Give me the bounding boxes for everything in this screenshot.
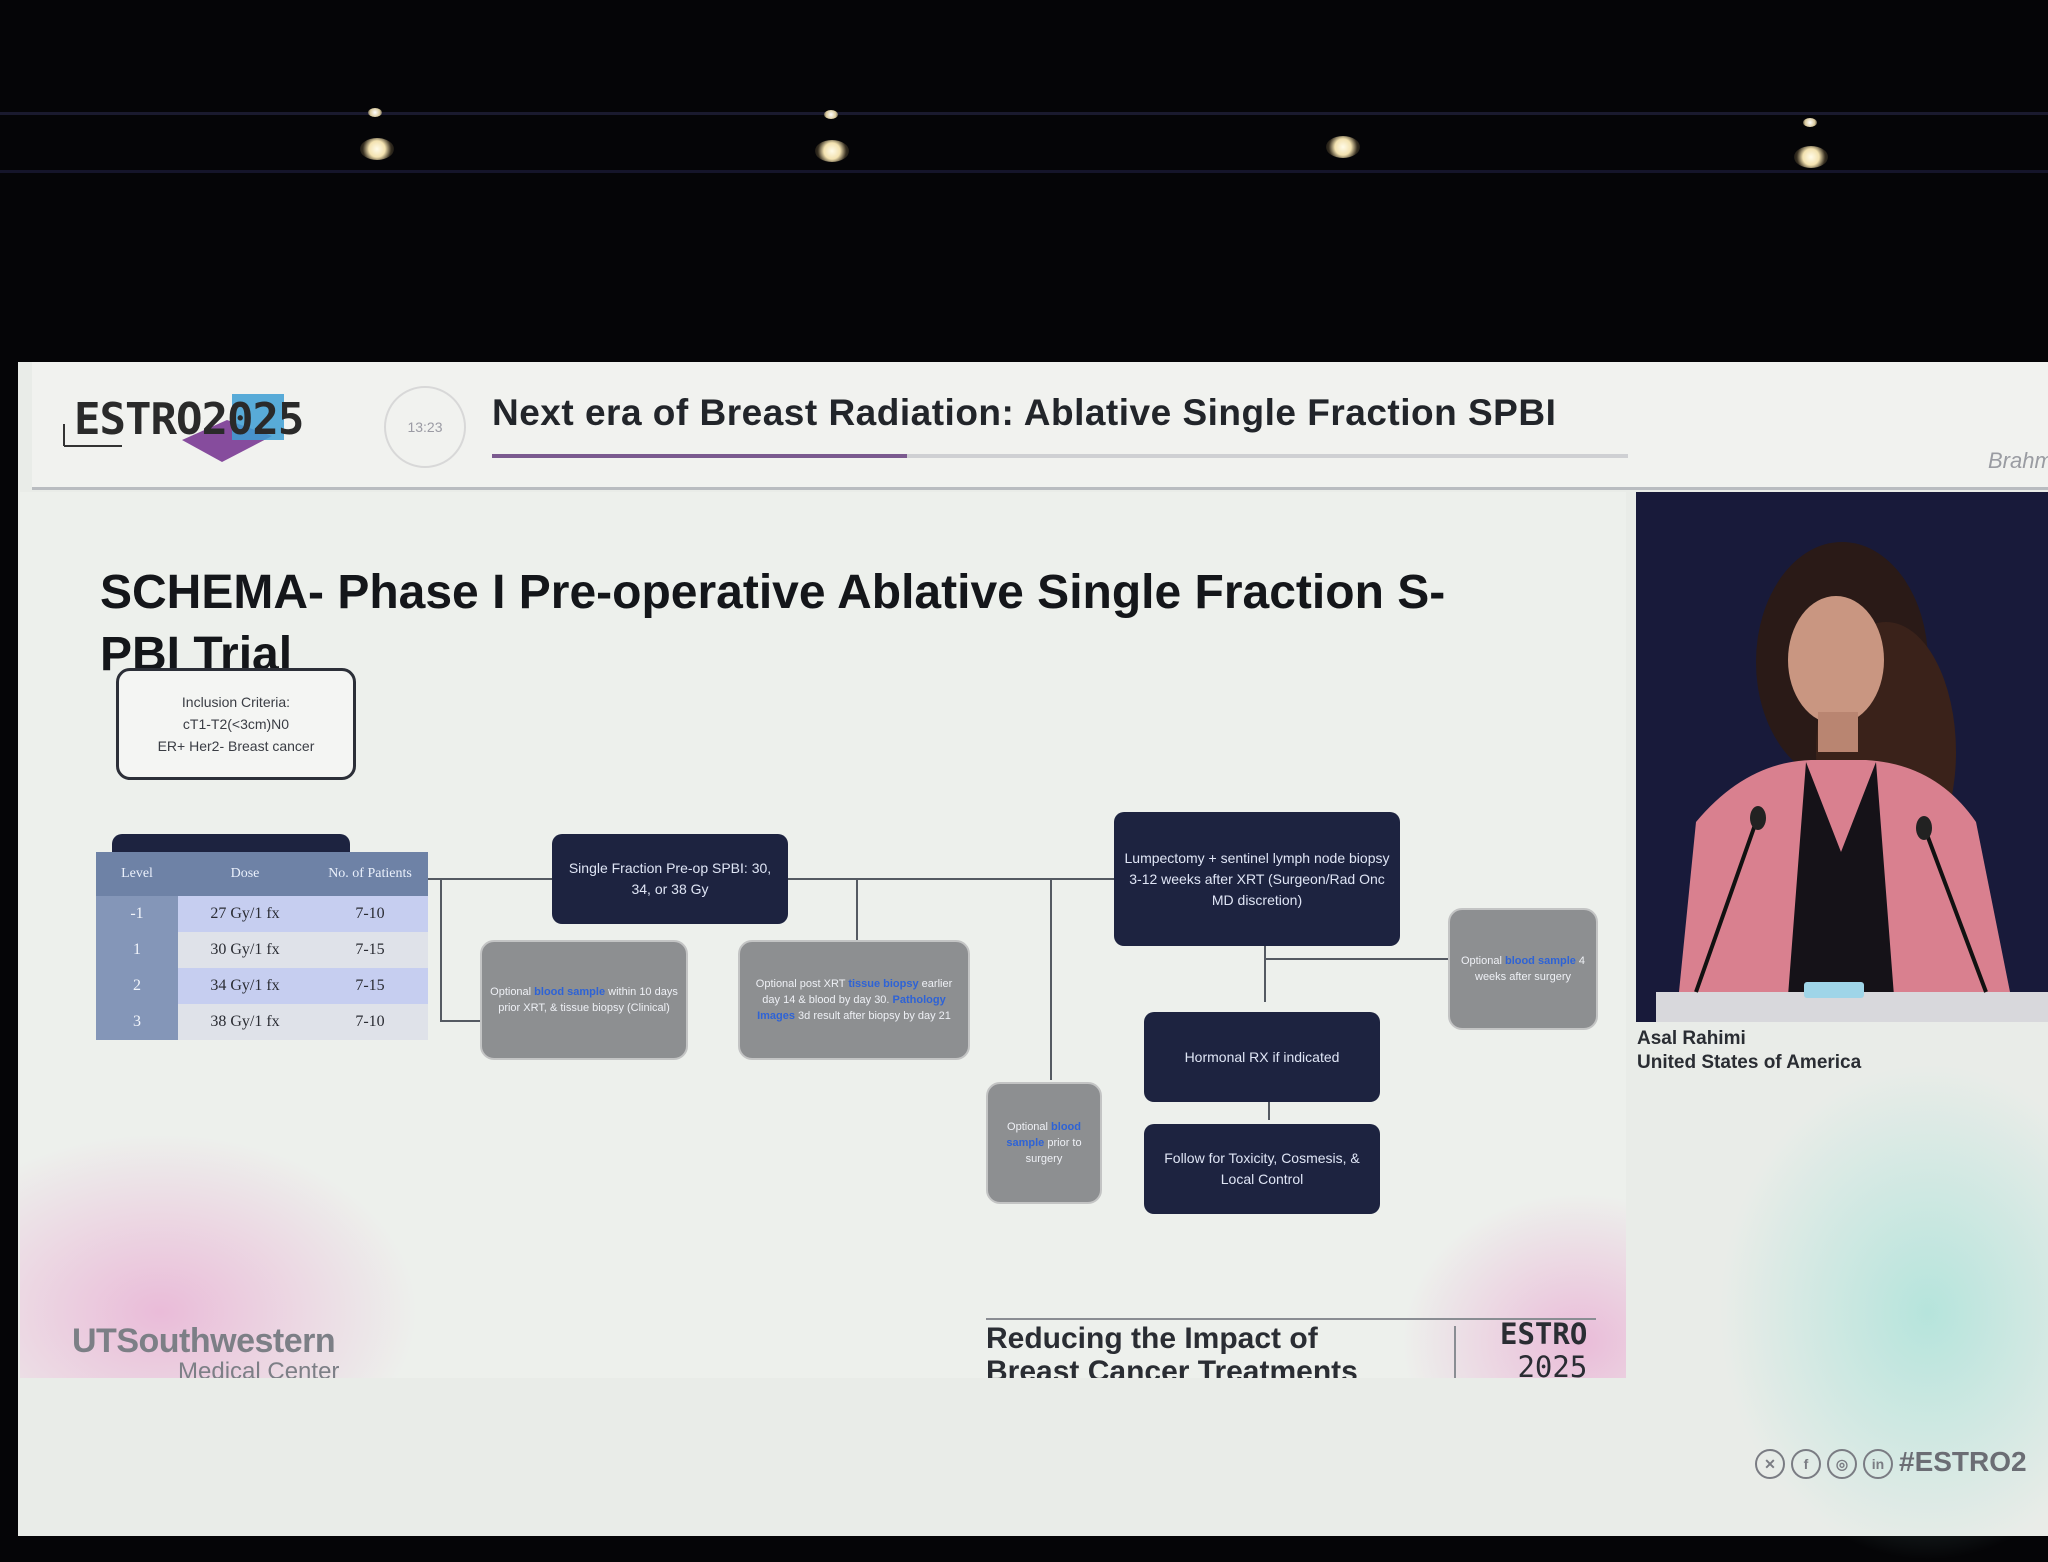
inclusion-line: cT1-T2(<3cm)N0 [182,716,290,732]
ceiling-light [824,110,838,119]
session-progress-fill [492,454,907,458]
footer-tagline-line: Breast Cancer Treatments [986,1355,1358,1378]
instagram-icon: ◎ [1827,1448,1857,1479]
projection-screen: ESTRO2025 13:23 Next era of Breast Radia… [18,362,2048,1562]
ceiling-truss [0,112,2048,115]
session-progress-bar [492,454,1628,458]
ceiling-light [1794,146,1828,168]
ceiling-light [360,138,394,160]
table-cell: 38 Gy/1 fx [178,1004,312,1040]
inclusion-criteria-box: Inclusion Criteria: cT1-T2(<3cm)N0 ER+ H… [116,668,356,780]
optional-blood-sample-box: Optional blood sample within 10 days pri… [480,940,688,1060]
footer-estro-year: 2025 [1517,1350,1588,1379]
linkedin-icon: in [1863,1448,1893,1479]
option-text: 3d result after biopsy by day 21 [794,1010,951,1022]
step-sfr-box: Single Fraction Pre-op SPBI: 30, 34, or … [552,834,788,924]
table-row: -1 27 Gy/1 fx 7-10 [96,896,428,932]
optional-biopsy-box: Optional post XRT tissue biopsy earlier … [738,940,970,1060]
footer-estro-text: ESTRO [1500,1317,1588,1351]
header-right-text: Brahm [1988,448,2048,473]
table-row: 3 38 Gy/1 fx 7-10 [96,1004,428,1040]
flow-connector [350,878,574,880]
slide: SCHEMA- Phase I Pre-operative Ablative S… [20,492,1626,1378]
footer-divider [1454,1326,1456,1378]
footer-divider [986,1318,1596,1320]
table-header-cell: Dose [178,852,312,896]
step-surgery-box: Lumpectomy + sentinel lymph node biopsy … [1114,812,1400,946]
flow-connector [440,1020,480,1022]
x-icon: ✕ [1755,1448,1785,1479]
slide-decoration [1400,1192,1626,1378]
estro-logo-text: ESTRO2025 [74,394,304,445]
facebook-icon: f [1791,1448,1821,1479]
table-cell: -1 [96,896,178,932]
option-text: prior to surgery [1025,1137,1082,1165]
optional-presurgery-blood-box: Optional blood sample prior to surgery [986,1082,1102,1204]
session-timer: 13:23 [384,386,466,468]
speaker-image [1636,492,2048,1022]
footer-tagline-line: Reducing the Impact of [986,1322,1318,1355]
slide-decoration [20,1132,420,1378]
table-cell: 2 [96,968,178,1004]
table-cell: 7-10 [312,1004,428,1040]
table-cell: 34 Gy/1 fx [178,968,312,1004]
table-cell: 1 [96,932,178,968]
speaker-name: Asal Rahimi [1637,1028,1746,1049]
option-text: earlier day 14 & blood by day 30. [762,978,953,1006]
hashtag: #ESTRO2 [1899,1446,2027,1477]
option-highlight: blood sample [1006,1121,1081,1149]
estro-logo-graphic [63,394,284,462]
ceiling-light [815,140,849,162]
table-row: 2 34 Gy/1 fx 7-15 [96,968,428,1004]
institution-subtitle: Medical Center [178,1358,340,1378]
estro-logo: ESTRO2025 [62,384,332,474]
option-text: Optional [1460,955,1505,967]
option-highlight: blood sample [1504,955,1576,967]
session-title: Next era of Breast Radiation: Ablative S… [492,392,1557,433]
ceiling-light [1326,136,1360,158]
option-highlight: tissue biopsy [848,978,919,990]
inclusion-line: ER+ Her2- Breast cancer [157,738,315,754]
inclusion-line: Inclusion Criteria: [181,694,291,710]
flow-connector [440,880,442,1020]
table-cell: 7-15 [312,968,428,1004]
table-cell: 30 Gy/1 fx [178,932,312,968]
step-followup-box: Follow for Toxicity, Cosmesis, & Local C… [1144,1124,1380,1214]
screen-decoration [1718,1062,2048,1562]
table-cell: 7-10 [312,896,428,932]
flow-connector [1264,926,1266,1002]
institution-logo: UTSouthwestern [72,1322,336,1360]
optional-postsurgery-blood-box: Optional blood sample 4 weeks after surg… [1448,908,1598,1030]
option-highlight: Pathology Images [757,994,946,1022]
table-header-cell: No. of Patients [312,852,428,896]
footer-tagline: Reducing the Impact of Breast Cancer Tre… [986,1322,1586,1378]
ceiling-light [1803,118,1817,127]
dose-level-table: Level Dose No. of Patients -1 27 Gy/1 fx… [96,852,428,1040]
ceiling-light [368,108,382,117]
step-hormonal-box: Hormonal RX if indicated [1144,1012,1380,1102]
social-bar: ✕f◎in#ESTRO2 [1755,1446,2027,1479]
flow-connector [1264,958,1448,960]
table-cell: 7-15 [312,932,428,968]
option-text: Optional [490,986,535,998]
option-text: within 10 days prior XRT, & tissue biops… [498,986,678,1014]
table-header-cell: Level [96,852,178,896]
footer-estro-logo: ESTRO 2025 [1500,1317,1588,1379]
option-highlight: blood sample [534,986,606,998]
option-text: Optional [1007,1121,1052,1133]
flow-connector [780,878,1114,880]
presentation-header: ESTRO2025 13:23 Next era of Breast Radia… [32,362,2048,490]
option-text: Optional post XRT [755,978,849,990]
flow-connector [1268,1090,1270,1120]
table-cell: 3 [96,1004,178,1040]
ceiling-truss [0,170,2048,173]
flow-connector [856,880,858,960]
flow-connector [1050,880,1052,1080]
table-header-row: Level Dose No. of Patients [96,852,428,896]
speaker-video [1636,492,2048,1022]
option-text: 4 weeks after surgery [1475,955,1586,983]
table-cell: 27 Gy/1 fx [178,896,312,932]
table-row: 1 30 Gy/1 fx 7-15 [96,932,428,968]
